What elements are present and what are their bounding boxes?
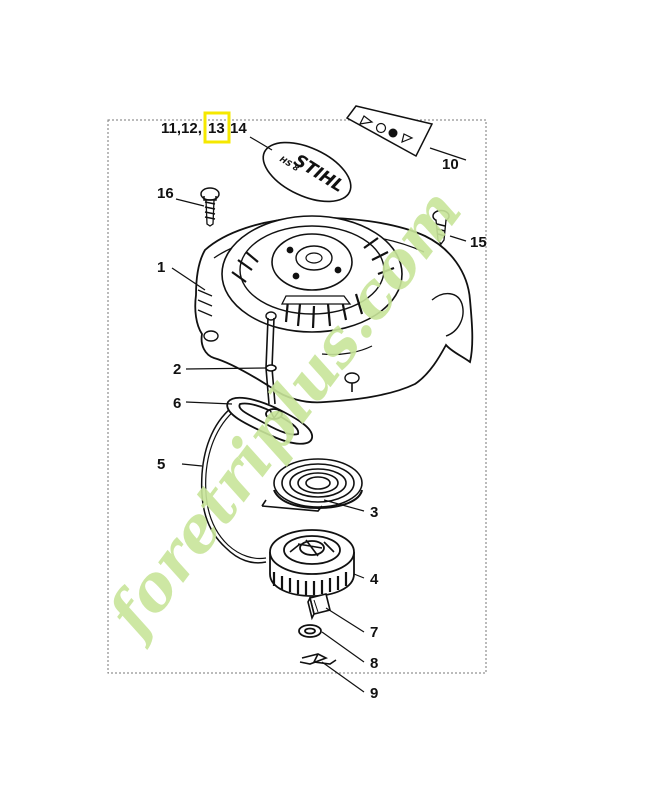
callout-3: 3 — [370, 504, 378, 521]
rewind-spring — [261, 458, 363, 512]
callout-9: 9 — [370, 685, 378, 702]
callout-16: 16 — [157, 185, 174, 202]
pawl-part-7 — [307, 593, 331, 621]
callout-2: 2 — [173, 361, 181, 378]
warning-decal — [345, 105, 434, 158]
callout-6: 6 — [173, 395, 181, 412]
starter-cap-logo: STIHL HS 8 — [262, 141, 352, 203]
top-part-label: 11,12, 13 14 — [161, 111, 247, 144]
rope-rotor — [269, 529, 355, 597]
top-label-suffix: 14 — [230, 120, 247, 137]
callout-8: 8 — [370, 655, 378, 672]
screw-part-16 — [200, 187, 220, 227]
callout-1: 1 — [157, 259, 165, 276]
spring-clip-part-9 — [299, 653, 337, 665]
callout-7: 7 — [370, 624, 378, 641]
washer-part-8 — [298, 624, 322, 638]
diagram-frame — [107, 119, 487, 674]
callout-labels: 1 2 6 5 3 4 7 8 9 10 15 16 — [157, 156, 487, 702]
callout-4: 4 — [370, 571, 379, 588]
starter-grip — [226, 396, 313, 445]
top-label-prefix: 11,12, — [161, 120, 202, 137]
highlight-box — [203, 111, 231, 144]
leader-lines — [171, 136, 467, 693]
fan-housing — [194, 215, 474, 404]
top-label-highlighted: 13 — [208, 120, 225, 137]
callout-10: 10 — [442, 156, 459, 173]
callout-15: 15 — [470, 234, 487, 251]
screw-part-15 — [432, 209, 450, 246]
callout-5: 5 — [157, 456, 165, 473]
